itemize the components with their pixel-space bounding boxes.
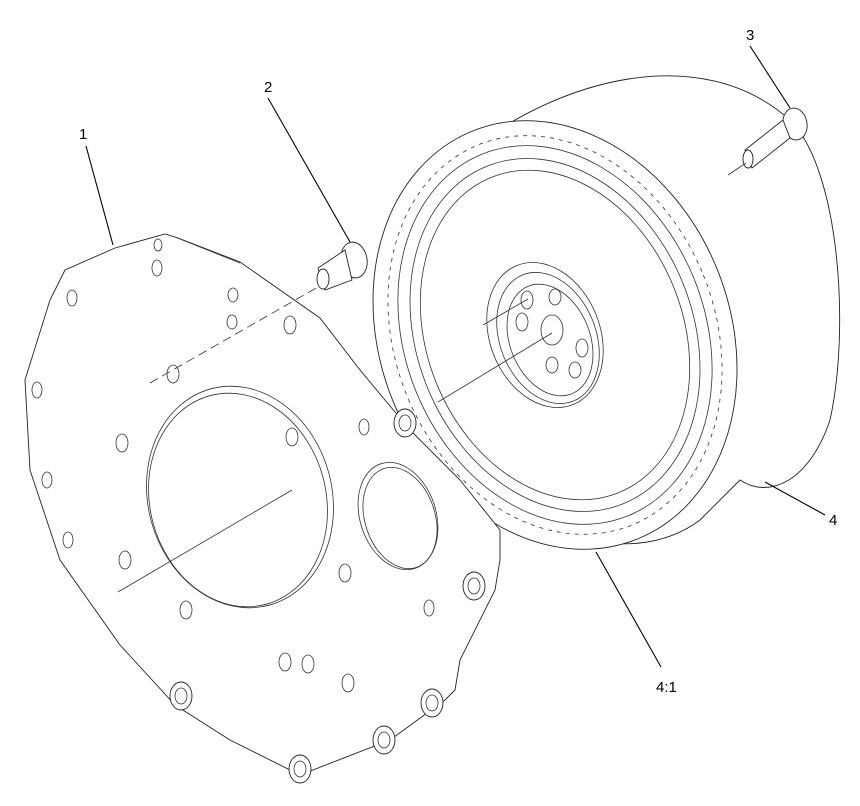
callout-4-1-label: 4:1: [656, 679, 677, 696]
dowel-bolt: [316, 241, 368, 291]
leader-lines: [85, 45, 826, 668]
callout-4-label: 4: [829, 512, 838, 529]
flywheel: [372, 75, 841, 550]
callout-1-label: 1: [79, 126, 88, 143]
flywheel-bolt: [727, 107, 808, 176]
callout-2-label: 2: [264, 79, 273, 96]
adapter-plate: [24, 233, 501, 784]
callout-3-label: 3: [746, 27, 755, 44]
